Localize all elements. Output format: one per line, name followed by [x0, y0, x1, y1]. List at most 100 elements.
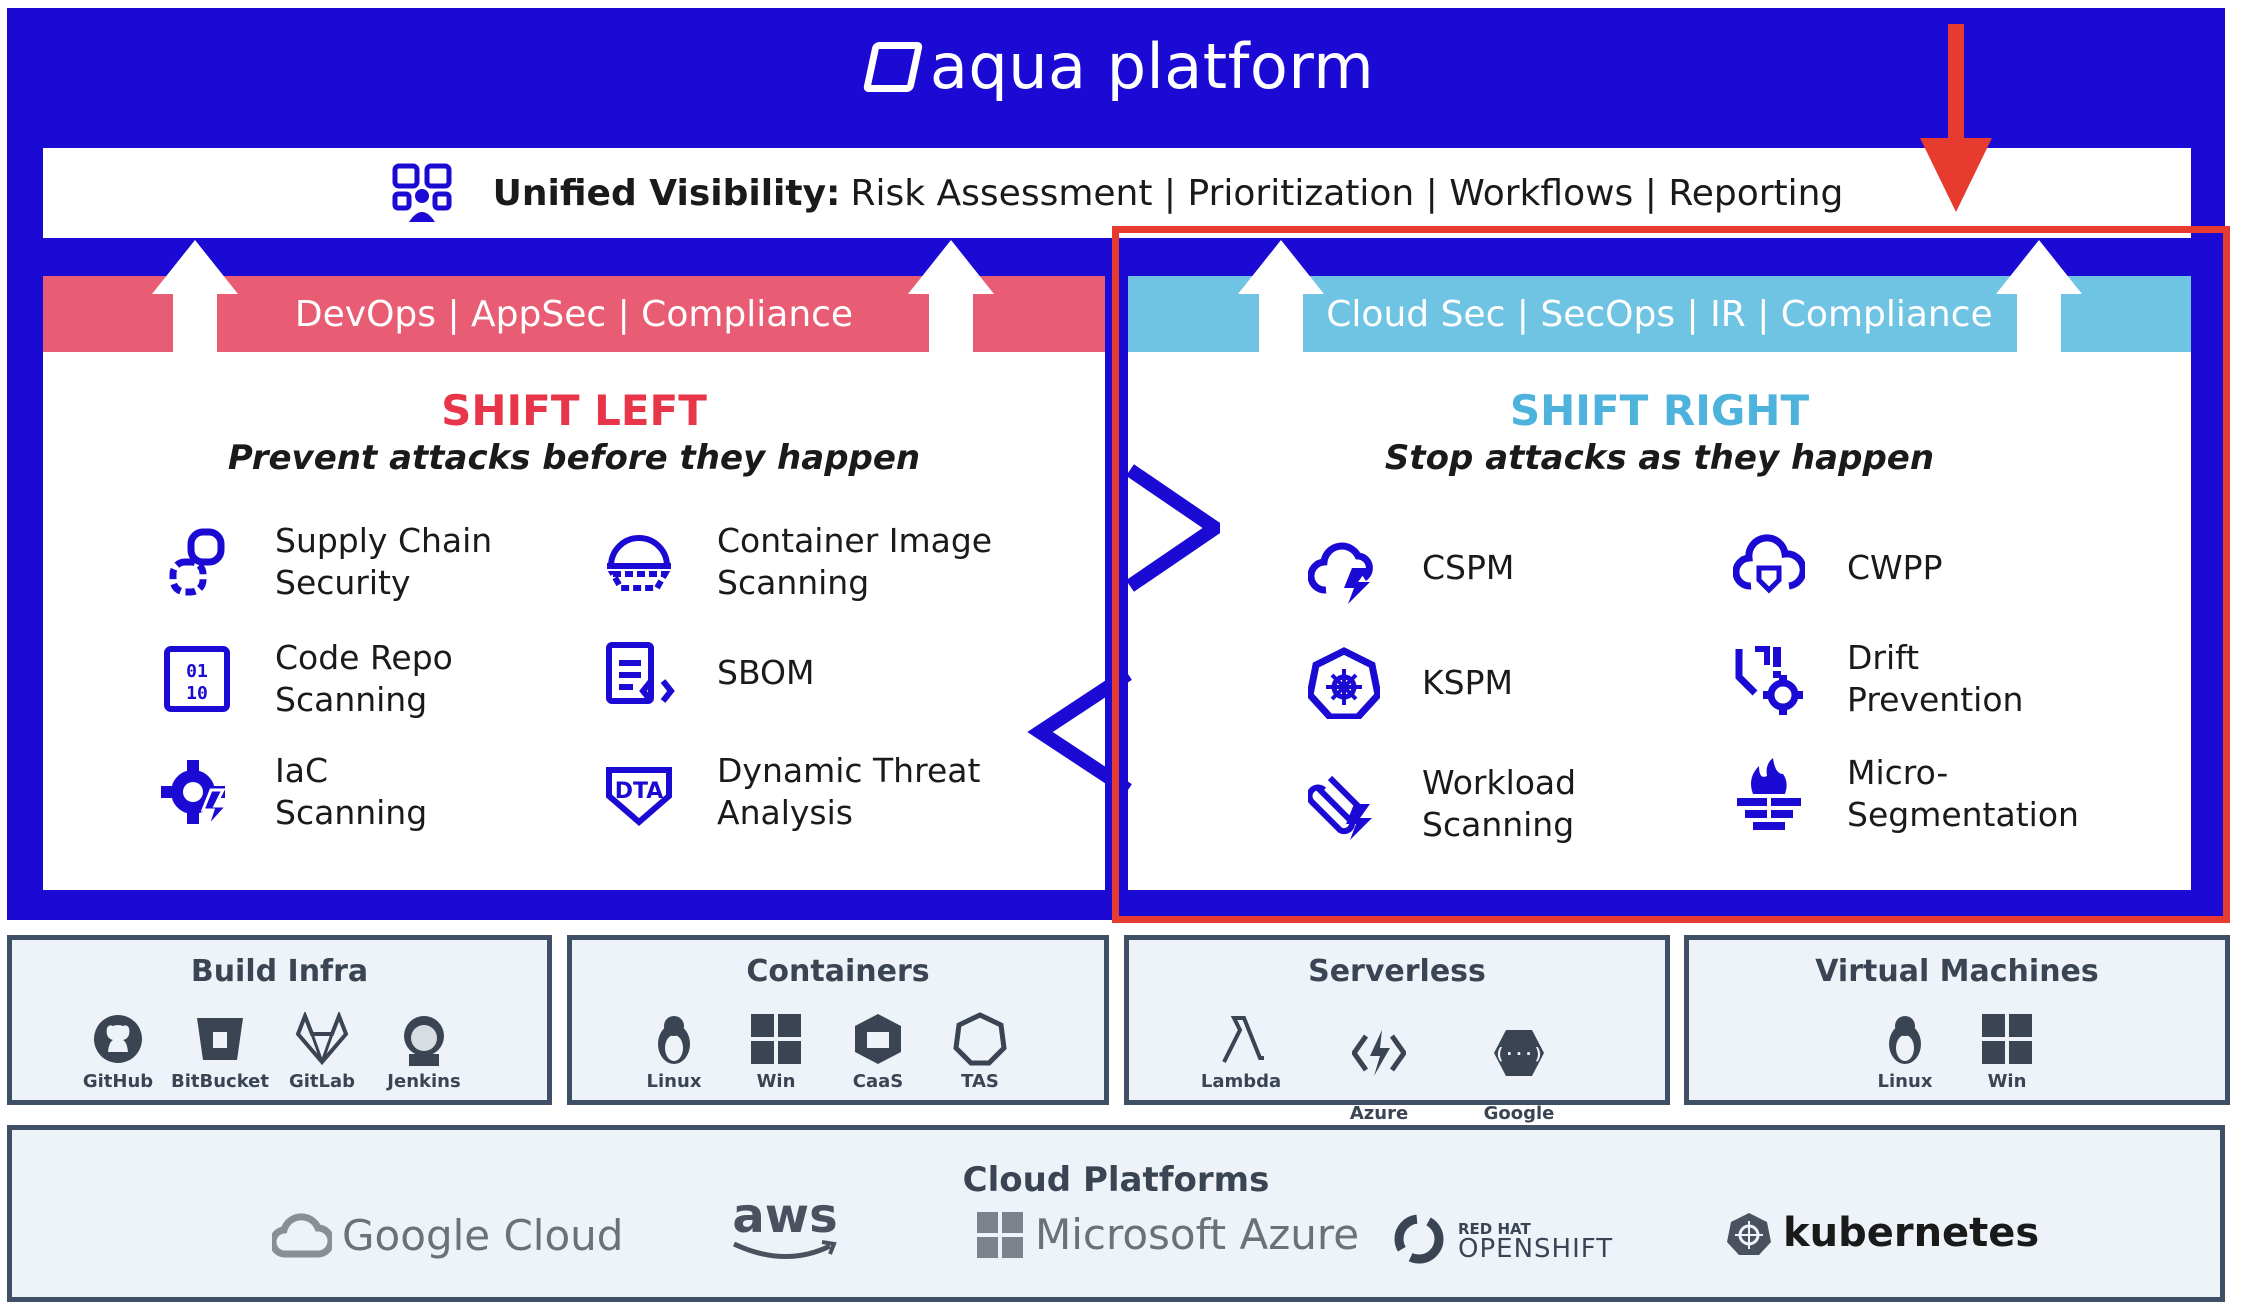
- infra-item-label: BitBucket: [171, 1071, 269, 1092]
- infra-item: Win: [1947, 1012, 2067, 1092]
- highlight-frame: [1112, 226, 2230, 923]
- users-dashboard-icon: [392, 163, 452, 222]
- serverless-box: Serverless Lambda Azure Functions (···) …: [1124, 935, 1670, 1144]
- redhat-text: RED HAT: [1458, 1220, 1531, 1238]
- svg-text:DTA: DTA: [615, 779, 664, 804]
- virtual-machines-box: Virtual Machines Linux Win: [1684, 935, 2230, 1105]
- infra-item: CaaS: [818, 1012, 938, 1092]
- feature-cspm: CSPM: [1308, 532, 1514, 604]
- linux-tux-icon: [1889, 1016, 1921, 1064]
- shift-left-title: SHIFT LEFT: [441, 386, 707, 435]
- svg-text:(···): (···): [1495, 1044, 1543, 1063]
- kubernetes-logo: kubernetes: [1727, 1210, 2039, 1256]
- feature-label: SBOM: [717, 653, 815, 692]
- workload-icon: [1308, 775, 1372, 840]
- infra-item: Jenkins: [364, 1012, 484, 1092]
- feature-workload: Workload Scanning: [1308, 762, 1576, 846]
- build-infra-box: Build Infra GitHub BitBucket GitLab Jenk…: [7, 935, 552, 1105]
- svg-text:10: 10: [186, 683, 208, 704]
- infra-item-label: Linux: [646, 1071, 702, 1092]
- visibility-label: Risk Assessment | Prioritization | Workf…: [850, 172, 1844, 214]
- aqua-logo: aqua platform: [0, 30, 2242, 103]
- containers-box: Containers Linux Win CaaS TAS: [567, 935, 1109, 1105]
- cloud-platforms-title: Cloud Platforms: [962, 1160, 1270, 1200]
- logo-text: aqua platform: [929, 30, 1375, 103]
- devops-band-label: DevOps | AppSec | Compliance: [294, 293, 854, 335]
- feature-microseg: Micro- Segmentation: [1733, 752, 2079, 836]
- drift-gear-icon: [1735, 646, 1803, 715]
- feature-supply-chain: Supply Chain Security: [161, 520, 492, 604]
- kubernetes-text: kubernetes: [1783, 1210, 2040, 1256]
- bitbucket-icon: [197, 1018, 243, 1060]
- feature-label: CWPP: [1847, 548, 1943, 587]
- feature-kspm: KSPM: [1308, 647, 1513, 719]
- feature-label: IaC Scanning: [275, 751, 428, 832]
- infra-item-label: Win: [1987, 1071, 2027, 1092]
- microsoft-azure-logo: Microsoft Azure: [977, 1210, 1359, 1259]
- visibility-label-bold: Unified Visibility:: [492, 172, 841, 214]
- caas-box-icon: [855, 1014, 901, 1064]
- lambda-icon: [1222, 1016, 1264, 1063]
- aws-logo: aws: [730, 1192, 840, 1262]
- shift-right-title: SHIFT RIGHT: [1509, 386, 1810, 435]
- feature-label: Code Repo Scanning: [275, 638, 453, 719]
- gitlab-icon: [295, 1012, 349, 1066]
- infra-item: Linux: [614, 1012, 734, 1092]
- kubernetes-icon: [1727, 1213, 1771, 1255]
- github-icon: [94, 1015, 142, 1063]
- feature-label: Drift Prevention: [1847, 638, 2024, 719]
- infra-item: GitHub: [58, 1012, 178, 1092]
- infra-item: (···) Google Functions: [1459, 1008, 1579, 1144]
- infra-item-label: Lambda: [1200, 1071, 1282, 1092]
- openshift-icon: [1394, 1214, 1444, 1264]
- infra-item: GitLab: [262, 1012, 382, 1092]
- infra-item: Lambda: [1181, 1012, 1301, 1092]
- feature-drift: Drift Prevention: [1733, 637, 2023, 721]
- supply-chain-icon: [169, 528, 225, 596]
- aws-text: aws: [732, 1188, 838, 1244]
- infra-item-label: GitLab: [288, 1071, 356, 1092]
- openshift-word: OPENSHIFT: [1458, 1234, 1614, 1264]
- dta-shield-icon: DTA: [606, 767, 672, 826]
- aws-smile-icon: [732, 1240, 837, 1259]
- openshift-logo: RED HAT OPENSHIFT: [1390, 1210, 1613, 1268]
- aqua-mark-icon: [862, 41, 924, 92]
- feature-cwpp: CWPP: [1733, 532, 1942, 604]
- unified-visibility-bar: Unified Visibility: Risk Assessment | Pr…: [43, 148, 2191, 238]
- container-image-icon: [607, 535, 671, 591]
- feature-label: Container Image Scanning: [717, 521, 993, 602]
- google-functions-icon: (···): [1494, 1030, 1544, 1076]
- firewall-icon: [1737, 758, 1801, 830]
- feature-label: Supply Chain Security: [275, 521, 493, 602]
- chevron-connector: [1027, 464, 1220, 796]
- iac-gear-icon: [161, 760, 231, 828]
- google-cloud-icon: [272, 1213, 332, 1258]
- infra-title: Containers: [746, 954, 930, 989]
- kubernetes-wheel-icon: [1308, 647, 1380, 719]
- infra-title: Serverless: [1308, 954, 1486, 989]
- feature-label: Workload Scanning: [1422, 763, 1577, 844]
- feature-label: Dynamic Threat Analysis: [717, 751, 981, 832]
- infra-item-label: Win: [756, 1071, 796, 1092]
- infra-item-label: CaaS: [852, 1071, 904, 1092]
- up-arrow-icon: [908, 240, 994, 354]
- linux-tux-icon: [658, 1016, 690, 1064]
- feature-label: Micro- Segmentation: [1847, 753, 2079, 834]
- up-arrow-icon: [1238, 240, 1324, 354]
- cloudsec-band-label: Cloud Sec | SecOps | IR | Compliance: [1326, 293, 1993, 335]
- up-arrow-icon: [1996, 240, 2082, 354]
- down-arrow-icon: [1920, 24, 1992, 212]
- microsoft-icon: [977, 1211, 1023, 1258]
- shift-left-subtitle: Prevent attacks before they happen: [227, 438, 921, 478]
- shift-left-panel: SHIFT LEFT Prevent attacks before they h…: [43, 352, 1105, 890]
- cloud-shield-icon: [1733, 534, 1805, 594]
- infra-item-label: Linux: [1877, 1071, 1933, 1092]
- google-cloud-text: Google Cloud: [342, 1210, 624, 1260]
- windows-icon: [1982, 1014, 2032, 1064]
- azure-functions-icon: [1352, 1030, 1406, 1076]
- infra-item-label: GitHub: [82, 1071, 154, 1092]
- infra-item-label: Jenkins: [387, 1071, 461, 1092]
- shift-right-subtitle: Stop attacks as they happen: [1384, 438, 1935, 478]
